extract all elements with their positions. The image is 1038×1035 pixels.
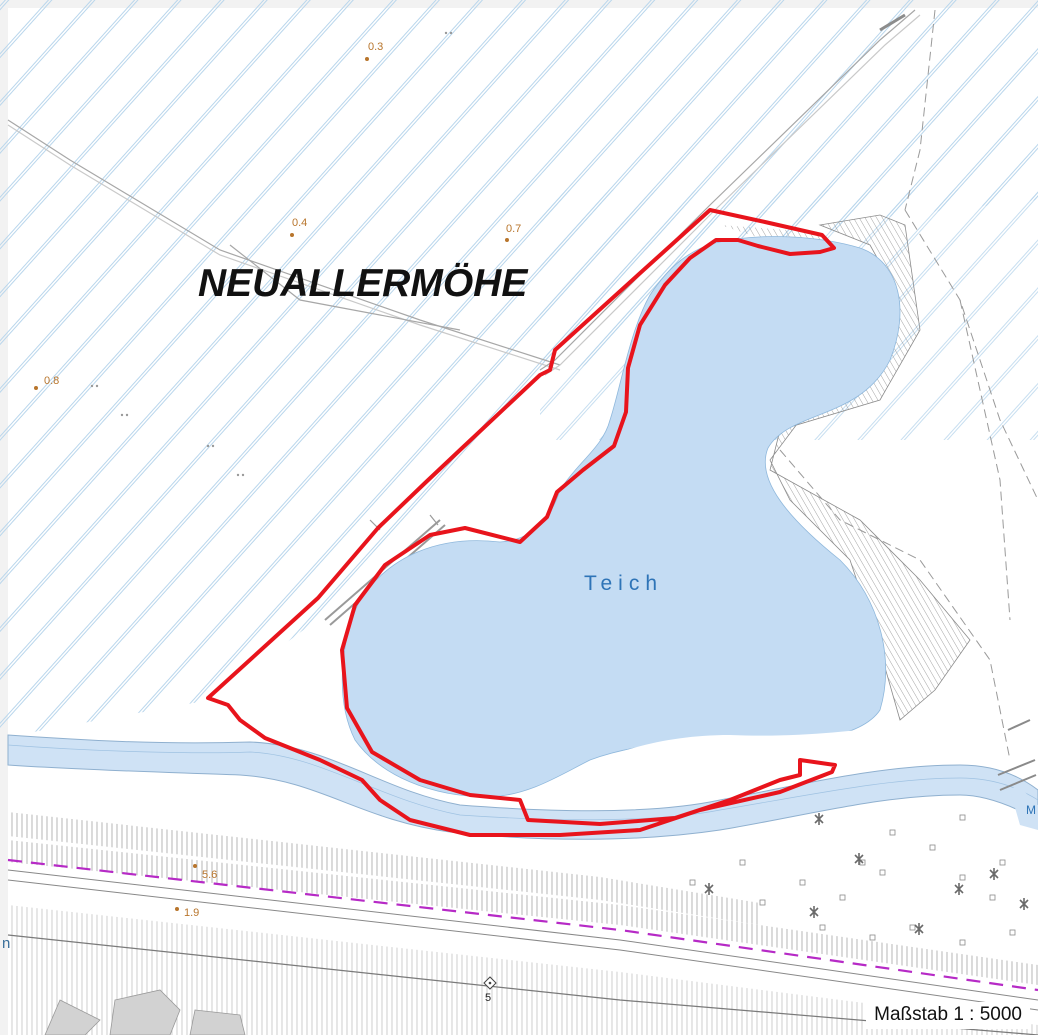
spot-height-marker <box>193 864 197 868</box>
spot-height-marker <box>505 238 509 242</box>
river <box>7 734 1038 840</box>
scale-label: Maßstab 1 : 5000 <box>866 1002 1030 1029</box>
buildings <box>44 989 246 1035</box>
spot-height-marker <box>365 57 369 61</box>
spot-height-label: 5.6 <box>202 869 218 881</box>
spot-height-label: 0.8 <box>44 375 60 387</box>
road-name-fragment: n <box>2 935 14 952</box>
spot-height-marker <box>34 386 38 390</box>
pond-water <box>341 236 901 798</box>
place-name-label: NEUALLERMÖHE <box>198 262 528 305</box>
spot-height-label: 0.3 <box>368 41 384 53</box>
km-marker-label: 5 <box>485 992 492 1004</box>
edge-water-label: M <box>1026 803 1036 817</box>
area-boundary <box>206 208 837 837</box>
spot-height-label: 0.7 <box>506 223 522 235</box>
spot-height-marker <box>290 233 294 237</box>
spot-height-label: 1.9 <box>184 907 200 919</box>
field-dots <box>90 31 453 477</box>
tree-symbol-icon <box>704 813 1029 935</box>
garden-area <box>689 814 1016 946</box>
railway <box>7 812 1038 1035</box>
bridge <box>997 719 1037 791</box>
spot-height-marker <box>175 907 179 911</box>
dashed-boundaries <box>779 9 1038 761</box>
water-body-label: Teich <box>584 572 664 595</box>
spot-height-label: 0.4 <box>292 217 308 229</box>
survey-marker-icon <box>483 976 497 990</box>
